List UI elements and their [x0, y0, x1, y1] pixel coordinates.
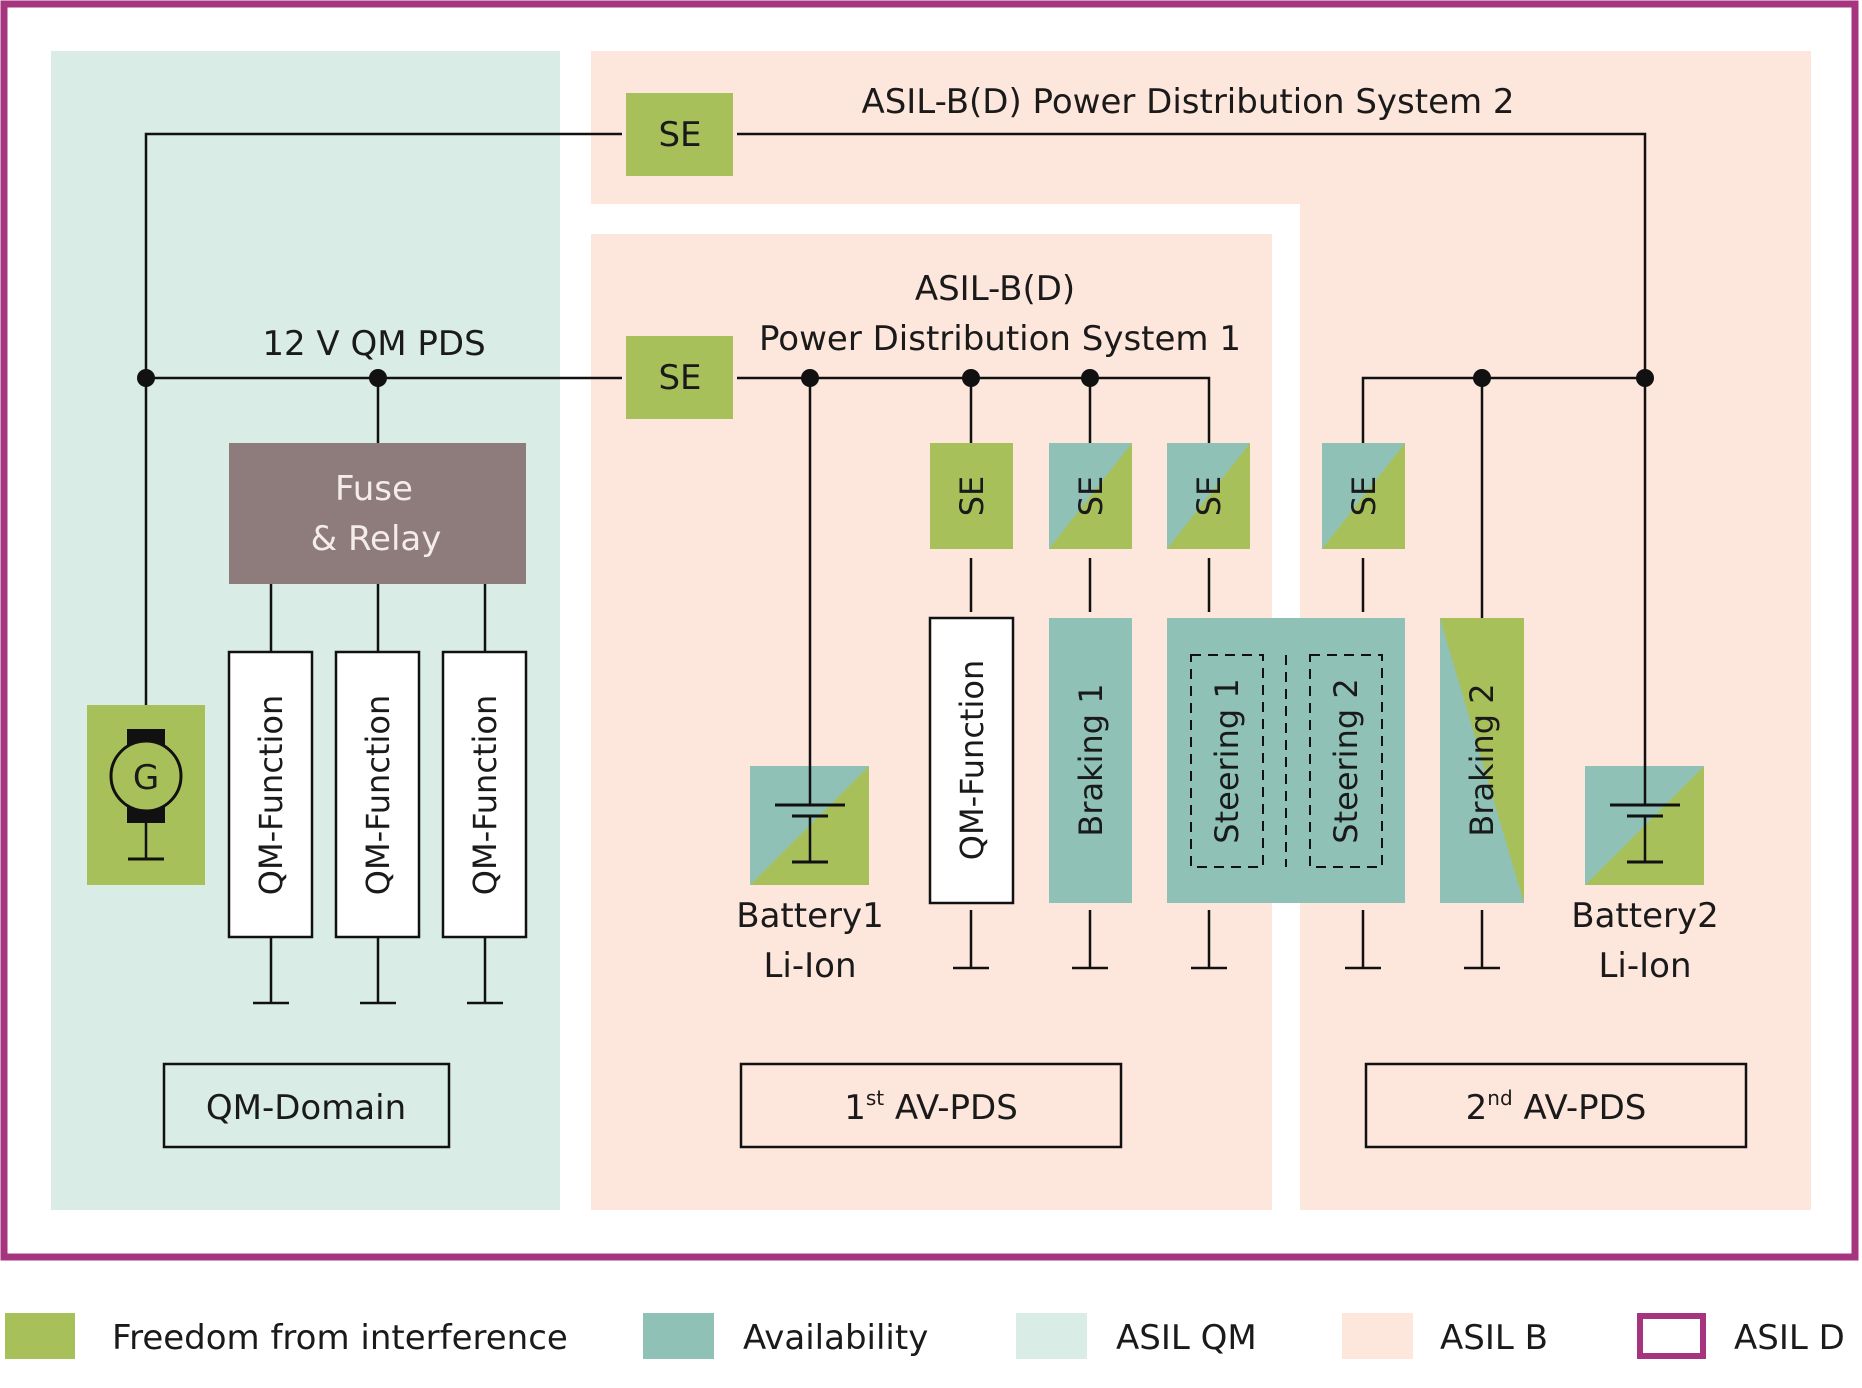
legend-swatch: [1342, 1313, 1413, 1359]
legend-label: Freedom from interference: [112, 1318, 568, 1358]
generator: G: [87, 705, 205, 885]
legend-item-asil-b: ASIL B: [1342, 1313, 1548, 1359]
steering2-box: [1309, 654, 1383, 868]
se-label: SE: [1072, 476, 1110, 517]
qm-function-2: QM-Function: [334, 650, 421, 939]
pds1-label-line1: ASIL-B(D): [915, 269, 1075, 309]
se-label: SE: [1190, 476, 1228, 517]
fuse-relay-line1: Fuse: [335, 469, 413, 509]
qm-function-pds1: QM-Function: [928, 616, 1015, 905]
braking1: Braking 1: [1049, 618, 1132, 903]
battery1: Battery1 Li-Ion: [736, 766, 884, 986]
junctions: [137, 369, 1654, 387]
av-pds2-label: 2nd AV-PDS: [1466, 1086, 1647, 1128]
qm-domain-region: [51, 51, 560, 1210]
av-pds1-label: 1st AV-PDS: [844, 1086, 1018, 1128]
steering1-label: Steering 1: [1208, 678, 1246, 843]
pds2-region: [591, 51, 1811, 1210]
junction-dot: [369, 369, 387, 387]
junction-dot: [1636, 369, 1654, 387]
braking1-label: Braking 1: [1072, 683, 1110, 836]
se-label: SE: [658, 358, 701, 398]
generator-icon: [109, 739, 183, 813]
se-switch-pds2: SE: [626, 93, 733, 176]
qm-function-3: QM-Function: [441, 650, 528, 939]
fuse-relay-line2: & Relay: [311, 519, 442, 559]
legend-swatch: [5, 1313, 75, 1359]
junction-dot: [1081, 369, 1099, 387]
se-label: SE: [953, 476, 991, 517]
battery2-label: Battery2: [1571, 896, 1718, 936]
junction-dot: [962, 369, 980, 387]
legend-swatch: [1016, 1313, 1087, 1359]
qm-function-label: QM-Function: [953, 660, 991, 860]
se-label: SE: [1345, 476, 1383, 517]
se-switch-qm-function: SE: [930, 443, 1013, 549]
braking2: Braking 2: [1440, 618, 1524, 903]
junction-dot: [1473, 369, 1491, 387]
junction-dot: [137, 369, 155, 387]
steering1-box: [1190, 654, 1264, 868]
legend: Freedom from interference Availability A…: [5, 1313, 1845, 1359]
battery1-type: Li-Ion: [763, 946, 856, 986]
fuse-relay-block: Fuse & Relay: [229, 443, 526, 584]
se-switch-steering1: SE: [1167, 443, 1250, 549]
qm-domain-label: QM-Domain: [206, 1088, 406, 1128]
av-pds1-label-box: 1st AV-PDS: [739, 1062, 1123, 1149]
battery2: Battery2 Li-Ion: [1571, 766, 1719, 986]
qm-domain-label-box: QM-Domain: [162, 1062, 451, 1149]
qm-function-label: QM-Function: [252, 695, 290, 895]
legend-label: Availability: [743, 1318, 928, 1358]
pds2-label: ASIL-B(D) Power Distribution System 2: [861, 82, 1514, 122]
generator-label: G: [133, 758, 159, 798]
legend-item-availability: Availability: [643, 1313, 928, 1359]
braking2-label: Braking 2: [1463, 683, 1501, 836]
junction-dot: [801, 369, 819, 387]
se-switch-pds1: SE: [626, 336, 733, 419]
qm-function-label: QM-Function: [466, 695, 504, 895]
legend-item-freedom-from-interference: Freedom from interference: [5, 1313, 568, 1359]
se-switch-steering2: SE: [1322, 443, 1405, 549]
asil-d-frame: [0, 0, 1859, 1261]
pds1-label-line2: Power Distribution System 1: [759, 319, 1241, 359]
steering-block: Steering 1 Steering 2: [1167, 618, 1405, 903]
qm-function-label: QM-Function: [359, 695, 397, 895]
legend-label: ASIL QM: [1116, 1318, 1257, 1358]
steering2-label: Steering 2: [1327, 678, 1365, 843]
legend-item-asil-qm: ASIL QM: [1016, 1313, 1257, 1359]
se-switch-braking1: SE: [1049, 443, 1132, 549]
qm-pds-label: 12 V QM PDS: [262, 324, 485, 364]
se-label: SE: [658, 115, 701, 155]
qm-function-1: QM-Function: [227, 650, 314, 939]
av-pds2-label-box: 2nd AV-PDS: [1364, 1062, 1748, 1149]
battery2-type: Li-Ion: [1598, 946, 1691, 986]
legend-swatch: [643, 1313, 714, 1359]
legend-label: ASIL B: [1440, 1318, 1548, 1358]
wiring: [144, 132, 1647, 1005]
legend-swatch: [1637, 1313, 1706, 1359]
legend-label: ASIL D: [1734, 1318, 1845, 1358]
battery1-label: Battery1: [736, 896, 883, 936]
legend-item-asil-d: ASIL D: [1637, 1313, 1845, 1359]
